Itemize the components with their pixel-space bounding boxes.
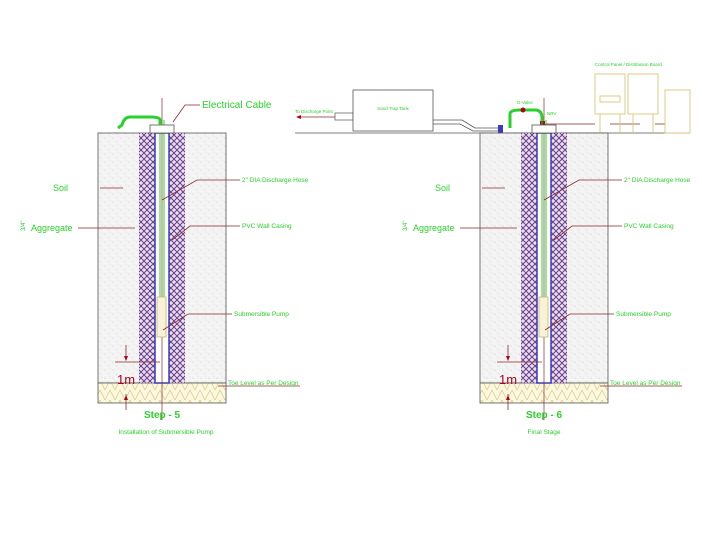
label-submersible-pump: Submersible Pump <box>616 311 671 318</box>
control-panels <box>594 73 691 134</box>
leaders <box>460 179 682 410</box>
aggregate-left <box>139 133 155 383</box>
surface-arrangement: To Discharge Point Sand Trap Tank G-Valv… <box>295 62 691 134</box>
label-soil: Soil <box>53 183 68 193</box>
label-sand-trap-tank: Sand Trap Tank <box>377 106 409 111</box>
step-subtitle: Installation of Submersible Pump <box>118 429 213 436</box>
panel-3 <box>664 89 691 134</box>
well-cap <box>149 124 175 134</box>
label-discharge-hose: 2" DIA Discharge Hose <box>624 177 691 184</box>
well-cap <box>531 124 557 134</box>
label-nrv: NRV <box>547 111 556 116</box>
sand-trap-tank <box>352 89 434 132</box>
well-step-6: Soil 3/4" Aggregate 2" DIA Discharge Hos… <box>403 98 691 436</box>
label-discharge-hose: 2" DIA Discharge Hose <box>242 177 309 184</box>
leader-pump <box>162 313 232 331</box>
tank-outlet <box>334 112 354 121</box>
control-panel-1 <box>594 73 626 115</box>
label-aggregate: Aggregate <box>31 223 73 233</box>
step-title: Step - 6 <box>526 410 563 421</box>
submersible-pump <box>156 296 167 338</box>
label-submersible-pump: Submersible Pump <box>234 311 289 318</box>
label-pvc-casing: PVC Wall Casing <box>242 223 292 230</box>
label-soil: Soil <box>435 183 450 193</box>
label-toe-level: Toe Level as Per Design <box>228 380 299 387</box>
aggregate-right <box>169 133 185 383</box>
label-aggregate: Aggregate <box>413 223 455 233</box>
dimension-label: 1m <box>117 372 135 387</box>
tank-inlet-pipe <box>433 119 500 132</box>
panel-1-window <box>599 95 621 103</box>
step-title: Step - 5 <box>144 410 181 421</box>
label-aggregate-size: 3/4" <box>403 221 409 231</box>
label-aggregate-size: 3/4" <box>21 221 27 231</box>
label-control-panel: Control Panel / Distribution Board <box>595 62 662 67</box>
leader-casing <box>171 225 240 241</box>
aggregate-right <box>551 133 567 383</box>
step-subtitle: Final Stage <box>528 429 561 436</box>
well-step-5: Electrical Cable Soil 3/4" Aggregate 2" … <box>21 98 309 436</box>
distribution-board <box>627 73 659 115</box>
hose-bend <box>117 115 162 130</box>
submersible-pump <box>538 296 549 338</box>
dimension-label: 1m <box>499 372 517 387</box>
label-pvc-casing: PVC Wall Casing <box>624 223 674 230</box>
discharge-arrow <box>296 115 301 119</box>
label-toe-level: Toe Level as Per Design <box>610 380 681 387</box>
leader-cable <box>172 104 200 123</box>
g-valve-pipe <box>508 108 544 128</box>
leader-hose <box>161 179 240 201</box>
label-electrical-cable: Electrical Cable <box>202 100 272 111</box>
aggregate-left <box>521 133 537 383</box>
label-to-discharge-point: To Discharge Point <box>295 109 334 114</box>
g-valve-icon <box>520 107 526 113</box>
pipe-flange <box>498 125 503 133</box>
label-g-valve: G-Valve <box>517 100 533 105</box>
